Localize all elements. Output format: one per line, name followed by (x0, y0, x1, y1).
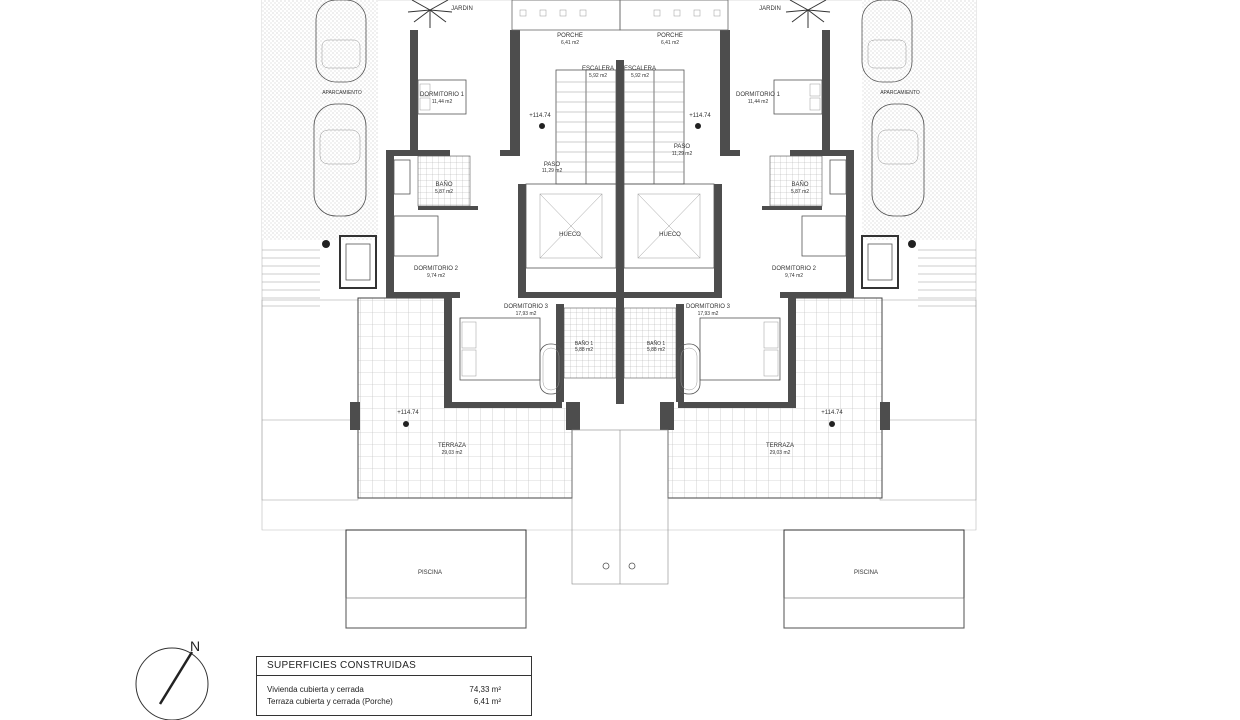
svg-text:5,88 m2: 5,88 m2 (647, 347, 665, 353)
label-level-4: +114.74 (821, 410, 843, 416)
svg-text:17,93 m2: 17,93 m2 (516, 311, 537, 317)
label-level-3: +114.74 (397, 410, 419, 416)
svg-text:5,92 m2: 5,92 m2 (631, 73, 649, 79)
surfaces-table: SUPERFICIES CONSTRUIDAS Vivienda cubiert… (256, 656, 532, 716)
svg-text:9,74 m2: 9,74 m2 (785, 273, 803, 279)
utility-box-right (861, 235, 899, 289)
label-piscina-right: PISCINA (854, 570, 878, 576)
surfaces-row: Terraza cubierta y cerrada (Porche) 6,41… (267, 697, 501, 706)
label-dormitorio1-left: DORMITORIO 1 (420, 92, 465, 98)
svg-text:5,92 m2: 5,92 m2 (589, 73, 607, 79)
label-level-2: +114.74 (689, 113, 711, 119)
surfaces-row: Vivienda cubierta y cerrada 74,33 m² (267, 685, 501, 694)
car-icon (313, 0, 367, 217)
svg-text:5,88 m2: 5,88 m2 (575, 347, 593, 353)
party-wall (616, 60, 624, 404)
label-piscina-left: PISCINA (418, 570, 442, 576)
label-bano-right: BAÑO (791, 181, 808, 188)
compass-north-label: N (190, 638, 201, 654)
label-jardin-left: JARDIN (451, 6, 473, 12)
svg-text:11,29 m2: 11,29 m2 (672, 151, 693, 157)
label-dormitorio2-right: DORMITORIO 2 (772, 266, 817, 272)
pool-right (783, 529, 965, 629)
label-porche-left: PORCHE (557, 33, 583, 39)
label-escalera-right: ESCALERA (624, 66, 656, 72)
svg-text:5,87 m2: 5,87 m2 (435, 189, 453, 195)
label-dormitorio1-right: DORMITORIO 1 (736, 92, 781, 98)
label-paso-left: PASO (544, 162, 561, 168)
bed-icon (393, 79, 847, 381)
label-terraza-left: TERRAZA (438, 443, 466, 449)
level-marker-icon (403, 123, 835, 427)
label-dormitorio3-left: DORMITORIO 3 (504, 304, 549, 310)
label-bano1-right: BAÑO 1 (647, 340, 666, 347)
walls-left (386, 30, 618, 408)
surfaces-table-title: SUPERFICIES CONSTRUIDAS (257, 657, 531, 676)
palm-tree-icon (407, 0, 831, 28)
label-terraza-right: TERRAZA (766, 443, 794, 449)
bathroom-right (769, 155, 823, 207)
label-escalera-left: ESCALERA (582, 66, 614, 72)
bathroom1-left (563, 307, 617, 379)
label-bano1-left: BAÑO 1 (575, 340, 594, 347)
void-left (525, 183, 617, 269)
utility-box-left (339, 235, 377, 289)
label-hueco-left: HUECO (559, 232, 581, 238)
svg-text:29,03 m2: 29,03 m2 (770, 450, 791, 456)
label-dormitorio2-left: DORMITORIO 2 (414, 266, 459, 272)
label-bano-left: BAÑO (435, 181, 452, 188)
side-stairs-left (261, 249, 359, 501)
parking-area-right (938, 0, 976, 240)
label-jardin-right: JARDIN (759, 6, 781, 12)
label-dormitorio3-right: DORMITORIO 3 (686, 304, 731, 310)
label-aparcamiento-left: APARCAMIENTO (322, 90, 362, 96)
label-hueco-right: HUECO (659, 232, 681, 238)
pool-left (345, 529, 527, 629)
label-paso-right: PASO (674, 144, 691, 150)
compass-icon (135, 647, 209, 720)
label-level-1: +114.74 (529, 113, 551, 119)
label-aparcamiento-right: APARCAMIENTO (880, 90, 920, 96)
walls-right (622, 30, 854, 408)
bathroom1-right (623, 307, 677, 379)
svg-text:6,41 m2: 6,41 m2 (661, 40, 679, 46)
bathroom-left (417, 155, 471, 207)
svg-text:11,44 m2: 11,44 m2 (432, 99, 453, 105)
svg-text:6,41 m2: 6,41 m2 (561, 40, 579, 46)
svg-text:11,29 m2: 11,29 m2 (542, 168, 563, 174)
car-icon (861, 0, 925, 217)
svg-text:5,87 m2: 5,87 m2 (791, 189, 809, 195)
bathtub-icon (539, 343, 701, 395)
void-right (623, 183, 715, 269)
parking-area-left (262, 0, 300, 240)
svg-text:9,74 m2: 9,74 m2 (427, 273, 445, 279)
svg-text:11,44 m2: 11,44 m2 (748, 99, 769, 105)
svg-text:29,03 m2: 29,03 m2 (442, 450, 463, 456)
svg-text:17,93 m2: 17,93 m2 (698, 311, 719, 317)
label-porche-right: PORCHE (657, 33, 683, 39)
